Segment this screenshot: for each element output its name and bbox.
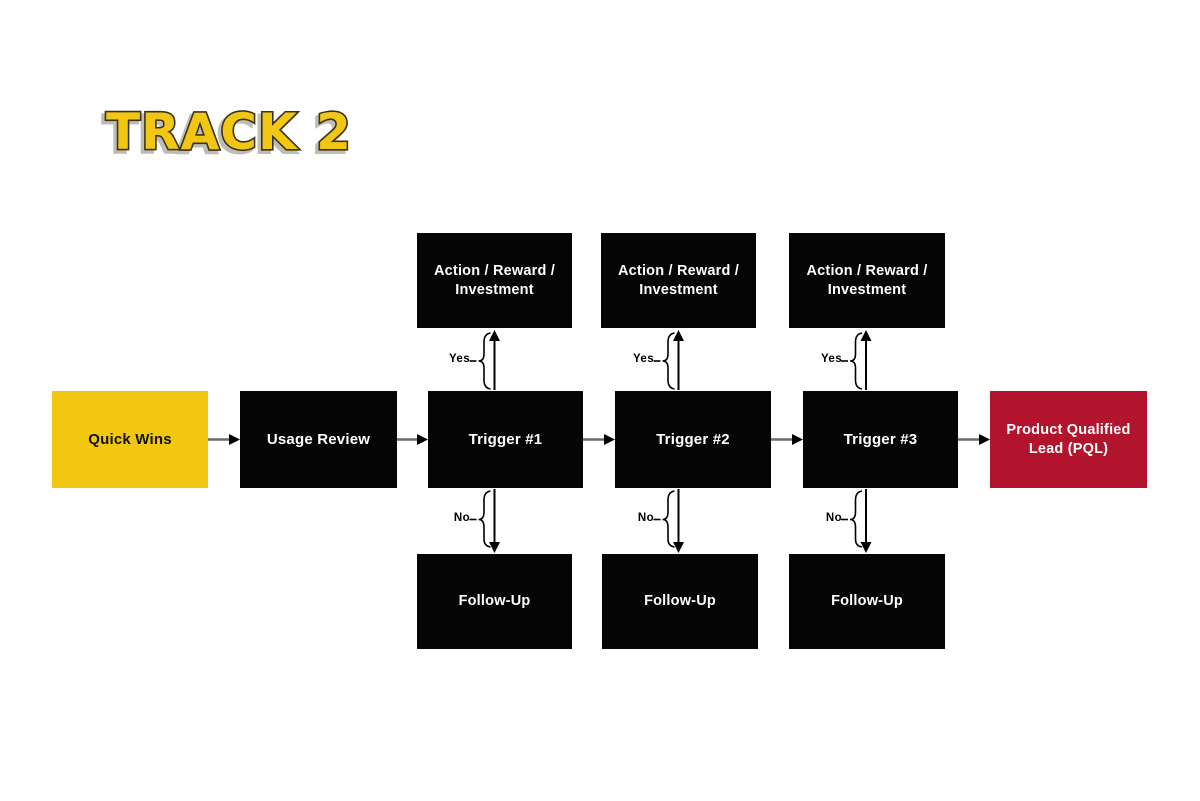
yes-brace-3 [849, 332, 863, 390]
node-follow-up-3: Follow-Up [789, 554, 945, 649]
yes-arrow-2 [653, 330, 684, 390]
node-action-reward-investment-2: Action / Reward / Investment [601, 233, 756, 328]
yes-label-3: Yes [820, 353, 842, 365]
page-title: TRACK 2 [106, 103, 352, 161]
no-brace-2 [662, 490, 675, 548]
node-trigger-2: Trigger #2 [615, 391, 771, 488]
connector-arrow-trigger2-trigger3 [771, 434, 803, 445]
no-label-3: No [825, 512, 842, 524]
node-action-reward-investment-1: Action / Reward / Investment [417, 233, 572, 328]
node-follow-up-1: Follow-Up [417, 554, 572, 649]
no-brace-3 [849, 490, 863, 548]
node-action-reward-investment-3: Action / Reward / Investment [789, 233, 945, 328]
no-arrow-3 [841, 489, 872, 553]
yes-label-2: Yes [632, 353, 654, 365]
no-arrow-2 [653, 489, 684, 553]
node-follow-up-2: Follow-Up [602, 554, 758, 649]
page-title-group: TRACK 2 TRACK 2 [101, 101, 353, 166]
page-title-shadow: TRACK 2 [103, 106, 349, 164]
no-label-2: No [637, 512, 654, 524]
node-quick-wins: Quick Wins [52, 391, 208, 488]
yes-brace-1 [478, 332, 491, 390]
yes-arrow-3 [841, 330, 872, 390]
connector-arrow-quickwins-usagereview [208, 434, 240, 445]
node-usage-review: Usage Review [240, 391, 397, 488]
connector-arrow-trigger3-pql [958, 434, 990, 445]
yes-label-1: Yes [448, 353, 470, 365]
yes-brace-2 [662, 332, 675, 390]
yes-arrow-1 [469, 330, 500, 390]
node-trigger-1: Trigger #1 [428, 391, 583, 488]
no-brace-1 [478, 490, 491, 548]
node-trigger-3: Trigger #3 [803, 391, 958, 488]
no-arrow-1 [469, 489, 500, 553]
no-label-1: No [453, 512, 470, 524]
connector-arrow-trigger1-trigger2 [583, 434, 615, 445]
connector-arrow-usagereview-trigger1 [397, 434, 428, 445]
node-product-qualified-lead: Product Qualified Lead (PQL) [990, 391, 1147, 488]
